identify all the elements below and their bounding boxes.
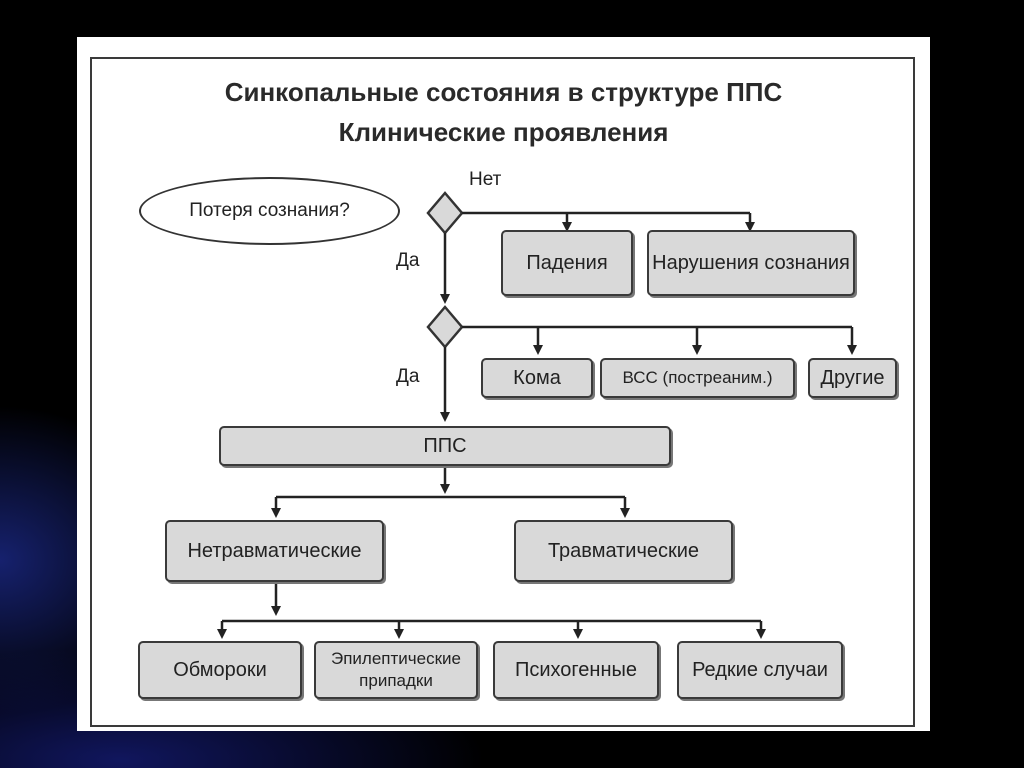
box-falls: Падения [501, 230, 633, 296]
label-yes-2: Да [396, 366, 420, 387]
box-nontraumatic: Нетравматические [165, 520, 384, 582]
box-coma: Кома [481, 358, 593, 398]
box-consciousness-disorders: Нарушения сознания [647, 230, 855, 296]
box-vss: ВСС (постреаним.) [600, 358, 795, 398]
connector-lines [217, 191, 857, 639]
box-pps: ППС [219, 426, 671, 466]
decision-diamond-1 [426, 191, 464, 235]
box-psychogenic: Психогенные [493, 641, 659, 699]
decision-diamond-2 [426, 305, 464, 349]
slide: Синкопальные состояния в структуре ППС К… [77, 37, 930, 731]
title-line-1: Синкопальные состояния в структуре ППС [224, 77, 783, 107]
label-no: Нет [469, 169, 502, 190]
slide-frame [90, 57, 915, 727]
box-rare: Редкие случаи [677, 641, 843, 699]
question-ellipse: Потеря сознания? [139, 177, 400, 245]
label-yes-1: Да [396, 250, 420, 271]
box-traumatic: Травматические [514, 520, 733, 582]
box-epileptic: Эпилептические припадки [314, 641, 478, 699]
box-others: Другие [808, 358, 897, 398]
title-line-2: Клинические проявления [338, 117, 669, 147]
box-faints: Обмороки [138, 641, 302, 699]
